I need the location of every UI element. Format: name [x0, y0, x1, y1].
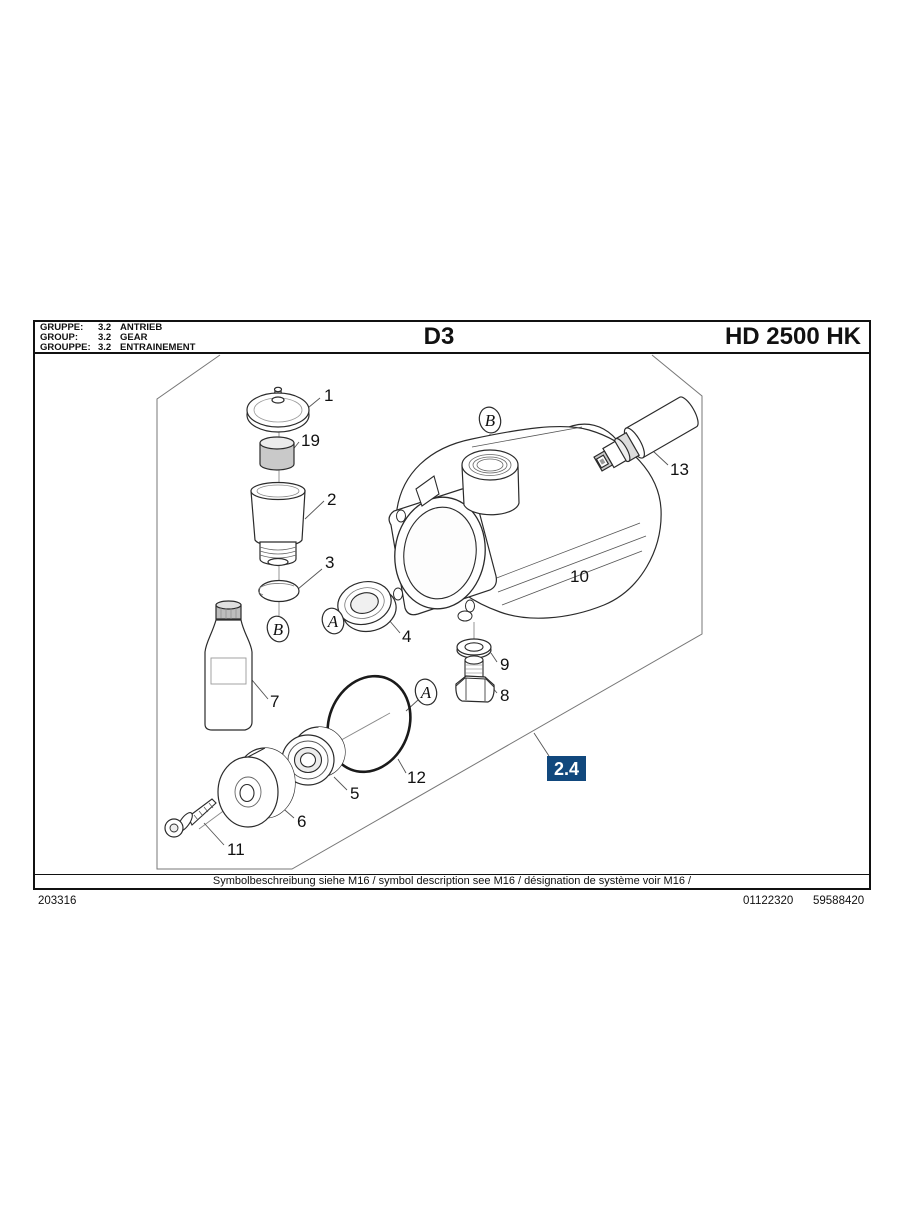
- exploded-view-diagram: B: [35, 354, 869, 877]
- callout-a-oring: A: [414, 678, 438, 706]
- part-9-washer: [456, 638, 492, 659]
- part-12-o-ring: [326, 674, 412, 774]
- part-label-9: 9: [500, 655, 509, 674]
- part-11-screw: [164, 798, 217, 838]
- group-label: GROUPPE:: [40, 342, 91, 353]
- perspective-frame: [156, 354, 703, 870]
- badge-text: 2.4: [554, 759, 579, 779]
- group-row-de: GRUPPE: 3.2 ANTRIEB: [40, 323, 195, 333]
- part-6-eccentric-disc: [217, 747, 296, 828]
- group-row-fr: GROUPPE: 3.2 ENTRAINEMENT: [40, 343, 195, 353]
- callout-a-letter: A: [420, 683, 432, 702]
- group-reference-badge: 2.4: [547, 756, 586, 781]
- part-label-4: 4: [402, 627, 411, 646]
- group-number: 3.2: [98, 322, 112, 333]
- callout-b-port: B: [478, 406, 502, 434]
- part-7-oil-bottle: [204, 600, 253, 731]
- group-number: 3.2: [98, 332, 112, 343]
- part-label-10: 10: [570, 567, 589, 586]
- group-label: GROUP:: [40, 332, 78, 343]
- group-name: GEAR: [120, 332, 148, 343]
- sheet-header: GRUPPE: 3.2 ANTRIEB GROUP: 3.2 GEAR GROU…: [35, 322, 869, 354]
- part-label-8: 8: [500, 686, 509, 705]
- part-label-1: 1: [324, 386, 333, 405]
- part-label-19: 19: [301, 431, 320, 450]
- exploded-view-svg: B: [156, 354, 703, 870]
- page-code: D3: [423, 323, 455, 350]
- model-title: HD 2500 HK: [724, 323, 861, 350]
- doc-number-right: 59588420: [813, 895, 865, 907]
- doc-number-left: 203316: [38, 895, 77, 907]
- part-4-shaft-seal: [337, 581, 397, 633]
- part-2-valve-cup: [250, 481, 306, 567]
- group-number: 3.2: [98, 342, 112, 353]
- callout-b-letter: B: [485, 411, 496, 430]
- callout-a-seal: A: [321, 607, 345, 635]
- part-label-11: 11: [227, 840, 245, 859]
- group-name: ENTRAINEMENT: [120, 342, 196, 353]
- callout-b-letter: B: [273, 620, 284, 639]
- part-3-seal-ring: [257, 579, 300, 603]
- group-row-en: GROUP: 3.2 GEAR: [40, 333, 195, 343]
- callout-a-letter: A: [327, 612, 339, 631]
- part-19-piston: [259, 436, 295, 471]
- part-1-cap: [246, 386, 310, 433]
- part-13-plug: [593, 396, 699, 472]
- callout-b-lower: B: [266, 615, 290, 643]
- group-block: GRUPPE: 3.2 ANTRIEB GROUP: 3.2 GEAR GROU…: [40, 323, 195, 353]
- part-label-13: 13: [670, 460, 689, 479]
- drawing-sheet: GRUPPE: 3.2 ANTRIEB GROUP: 3.2 GEAR GROU…: [33, 320, 871, 890]
- part-label-12: 12: [407, 768, 426, 787]
- group-label: GRUPPE:: [40, 322, 84, 333]
- group-name: ANTRIEB: [120, 322, 163, 333]
- part-label-7: 7: [270, 692, 279, 711]
- part-8-hex-bolt: [455, 655, 495, 703]
- symbol-note-text: Symbolbeschreibung siehe M16 / symbol de…: [212, 875, 692, 887]
- part-label-2: 2: [327, 490, 336, 509]
- part-label-5: 5: [350, 784, 359, 803]
- symbol-note-bar: Symbolbeschreibung siehe M16 / symbol de…: [35, 874, 869, 888]
- part-label-6: 6: [297, 812, 306, 831]
- part-label-3: 3: [325, 553, 334, 572]
- doc-number-mid: 01122320: [743, 895, 794, 907]
